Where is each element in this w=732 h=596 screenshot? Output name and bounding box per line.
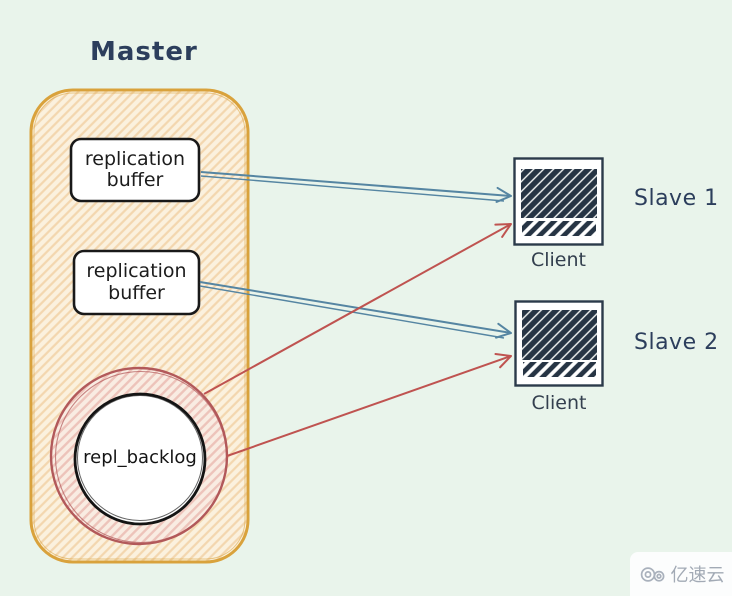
master-title: Master [90, 37, 198, 67]
replication-buffer-2-label: replication buffer [86, 260, 187, 304]
repl-backlog-label: repl_backlog [83, 447, 197, 468]
cloud-logo-icon [638, 561, 668, 587]
repl-backlog-circle-sketch-stroke [77, 395, 203, 521]
replication-buffer-box-2 [72, 249, 201, 316]
arrow-backlog-to-slave2 [226, 353, 512, 457]
repl-backlog-circle [73, 392, 207, 526]
slave-1-label: Slave 1 [634, 186, 719, 211]
arrow-buffer2-to-slave2 [199, 281, 512, 339]
repl-backlog-ring-sketch-stroke [54, 370, 228, 544]
watermark-badge: 亿速云 [630, 552, 732, 596]
slave-1-client-label: Client [530, 249, 586, 271]
watermark-text: 亿速云 [670, 565, 725, 586]
replication-buffer-1-label: replication buffer [84, 147, 186, 191]
slave-1-client-scribble-band [522, 221, 596, 236]
slave-2-client-scribble [522, 310, 597, 360]
slave-2-client-scribble-band [523, 362, 596, 377]
arrow-backlog-to-slave1 [203, 223, 512, 395]
slave-2-client-label: Client [531, 392, 587, 414]
replication-buffer-box-1 [69, 137, 201, 203]
arrow-buffer1-to-slave1-sketch-stroke [200, 175, 505, 202]
master-container-box-sketch-stroke [33, 92, 246, 560]
slave-2-label: Slave 2 [634, 330, 719, 355]
arrow-buffer1-to-slave1 [200, 171, 512, 203]
slave-1-client-scribble [521, 169, 597, 218]
